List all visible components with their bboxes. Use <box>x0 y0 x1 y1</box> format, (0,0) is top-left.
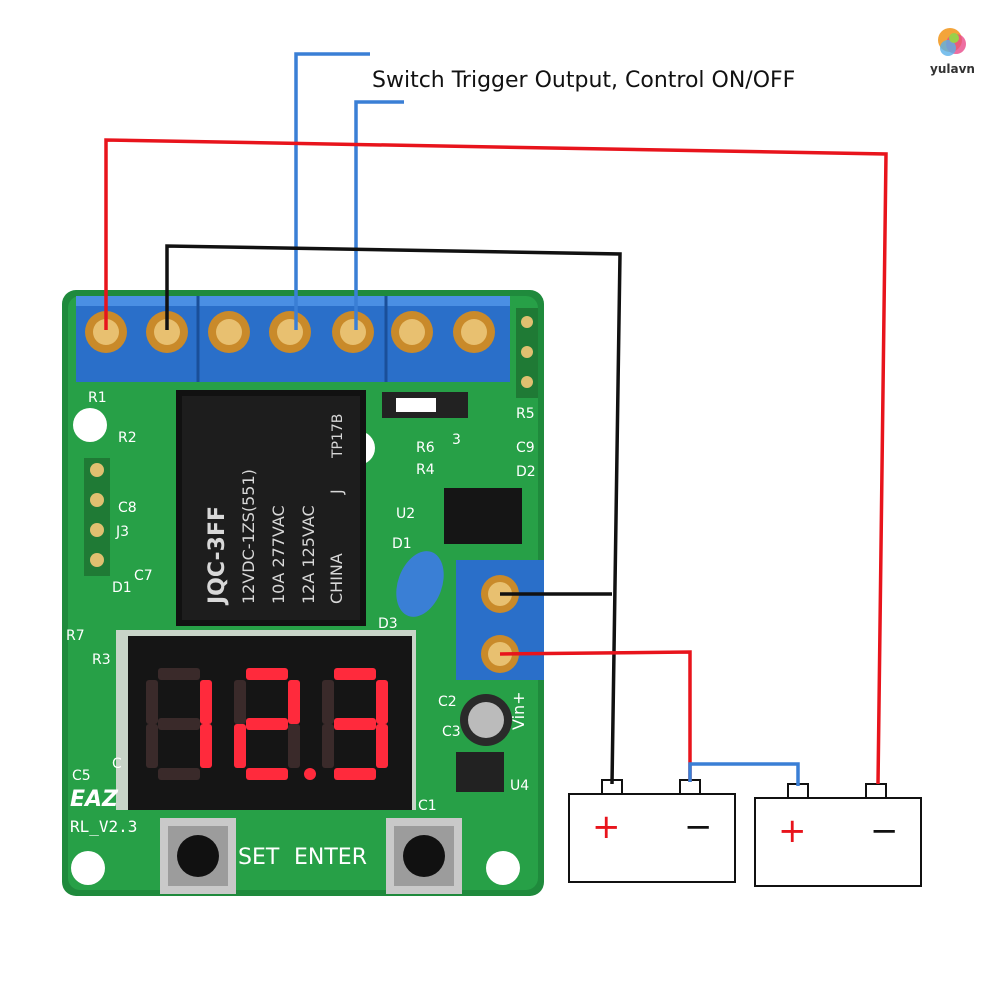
battery-2-minus: − <box>870 811 899 851</box>
silkscreen-label: D1 <box>112 580 132 596</box>
segment-1-e <box>146 724 158 768</box>
silkscreen-label: C2 <box>438 694 457 710</box>
battery-2: + − <box>754 783 922 887</box>
silkscreen-label: R4 <box>416 462 435 478</box>
enter-button[interactable] <box>386 818 462 894</box>
segment-3-g <box>334 718 376 730</box>
vin-label: Vin+ <box>509 691 528 730</box>
wire-black-main <box>165 244 622 785</box>
wire-blue-output-2 <box>354 100 404 330</box>
segment-1-f <box>146 680 158 724</box>
enter-label: ENTER <box>294 845 367 870</box>
silkscreen-label: D1 <box>392 536 412 552</box>
regulator-u4 <box>456 752 504 792</box>
silkscreen-label: U4 <box>510 778 529 794</box>
silkscreen-label: R5 <box>516 406 535 422</box>
silkscreen-label: C <box>112 756 122 772</box>
silkscreen-label: U2 <box>396 506 415 522</box>
battery-1: + − <box>568 779 736 883</box>
segment-2-e <box>234 724 246 768</box>
relay-model: JQC-3FF <box>205 506 230 606</box>
wires <box>104 52 888 786</box>
segment-1-c <box>200 724 212 768</box>
enter-button-cap[interactable] <box>403 835 445 877</box>
silkscreen-label: R7 <box>66 628 85 644</box>
segment-2-a <box>246 668 288 680</box>
diagram-title: Switch Trigger Output, Control ON/OFF <box>372 68 796 93</box>
wire-red-power <box>499 650 692 782</box>
silkscreen-label: C5 <box>72 768 91 784</box>
power-terminal-block <box>456 560 544 680</box>
silkscreen-label: 3 <box>452 432 461 448</box>
segment-3-c <box>376 724 388 768</box>
silkscreen-label: D2 <box>516 464 536 480</box>
battery-1-minus: − <box>684 807 713 847</box>
segment-3-f <box>322 680 334 724</box>
segment-2-f <box>234 680 246 724</box>
optocoupler-u2 <box>444 488 522 544</box>
set-button[interactable] <box>160 818 236 894</box>
silkscreen-label: C8 <box>118 500 137 516</box>
set-button-cap[interactable] <box>177 835 219 877</box>
relay-rating-1: 10A 277VAC <box>269 505 288 604</box>
relay-markings: JQC-3FF 12VDC-1ZS(551) 10A 277VAC 12A 12… <box>205 414 346 606</box>
decimal-point <box>304 768 316 780</box>
pin-header-right <box>516 308 538 398</box>
display-digits <box>146 668 388 780</box>
set-label: SET <box>238 845 280 870</box>
silkscreen-label: C3 <box>442 724 461 740</box>
relay-coil: 12VDC-1ZS(551) <box>239 469 258 604</box>
relay-mark: J <box>327 489 346 495</box>
segment-1-b <box>200 680 212 724</box>
board-version: RL_V2.3 <box>70 817 137 836</box>
silkscreen-label: R3 <box>92 652 111 668</box>
silkscreen-label: R2 <box>118 430 137 446</box>
relay-rating-2: 12A 125VAC <box>299 505 318 604</box>
relay <box>176 390 366 626</box>
segment-3-b <box>376 680 388 724</box>
silkscreen-label: J3 <box>115 524 129 540</box>
segment-2-g <box>246 718 288 730</box>
silkscreen-label: C7 <box>134 568 153 584</box>
relay-code: TP17B <box>330 414 346 459</box>
segment-1-a <box>158 668 200 680</box>
film-capacitor <box>396 551 444 617</box>
mounting-hole <box>71 851 105 885</box>
brand-logo <box>924 24 984 84</box>
mounting-hole <box>486 851 520 885</box>
silkscreen-label: C1 <box>418 798 437 814</box>
segment-2-b <box>288 680 300 724</box>
board-brand: EAZ <box>70 787 119 812</box>
segment-1-d <box>158 768 200 780</box>
mounting-hole <box>73 408 107 442</box>
segment-3-e <box>322 724 334 768</box>
segment-2-c <box>288 724 300 768</box>
battery-2-plus: + <box>778 811 807 851</box>
silkscreen-label: C9 <box>516 440 535 456</box>
silkscreen-label: R6 <box>416 440 435 456</box>
silkscreen-label: D3 <box>378 616 398 632</box>
wire-red-main <box>104 138 888 785</box>
brand-logo-text: yulavn <box>930 62 975 76</box>
segment-3-d <box>334 768 376 780</box>
top-terminal-block <box>76 296 510 382</box>
silkscreen-label: R1 <box>88 390 107 406</box>
segment-3-a <box>334 668 376 680</box>
wire-blue-output-1 <box>294 52 370 330</box>
relay-origin: CHINA <box>327 553 346 604</box>
segment-1-g <box>158 718 200 730</box>
segment-2-d <box>246 768 288 780</box>
pin-header-left <box>84 458 110 576</box>
wire-blue-series <box>688 762 800 786</box>
battery-1-plus: + <box>592 807 621 847</box>
